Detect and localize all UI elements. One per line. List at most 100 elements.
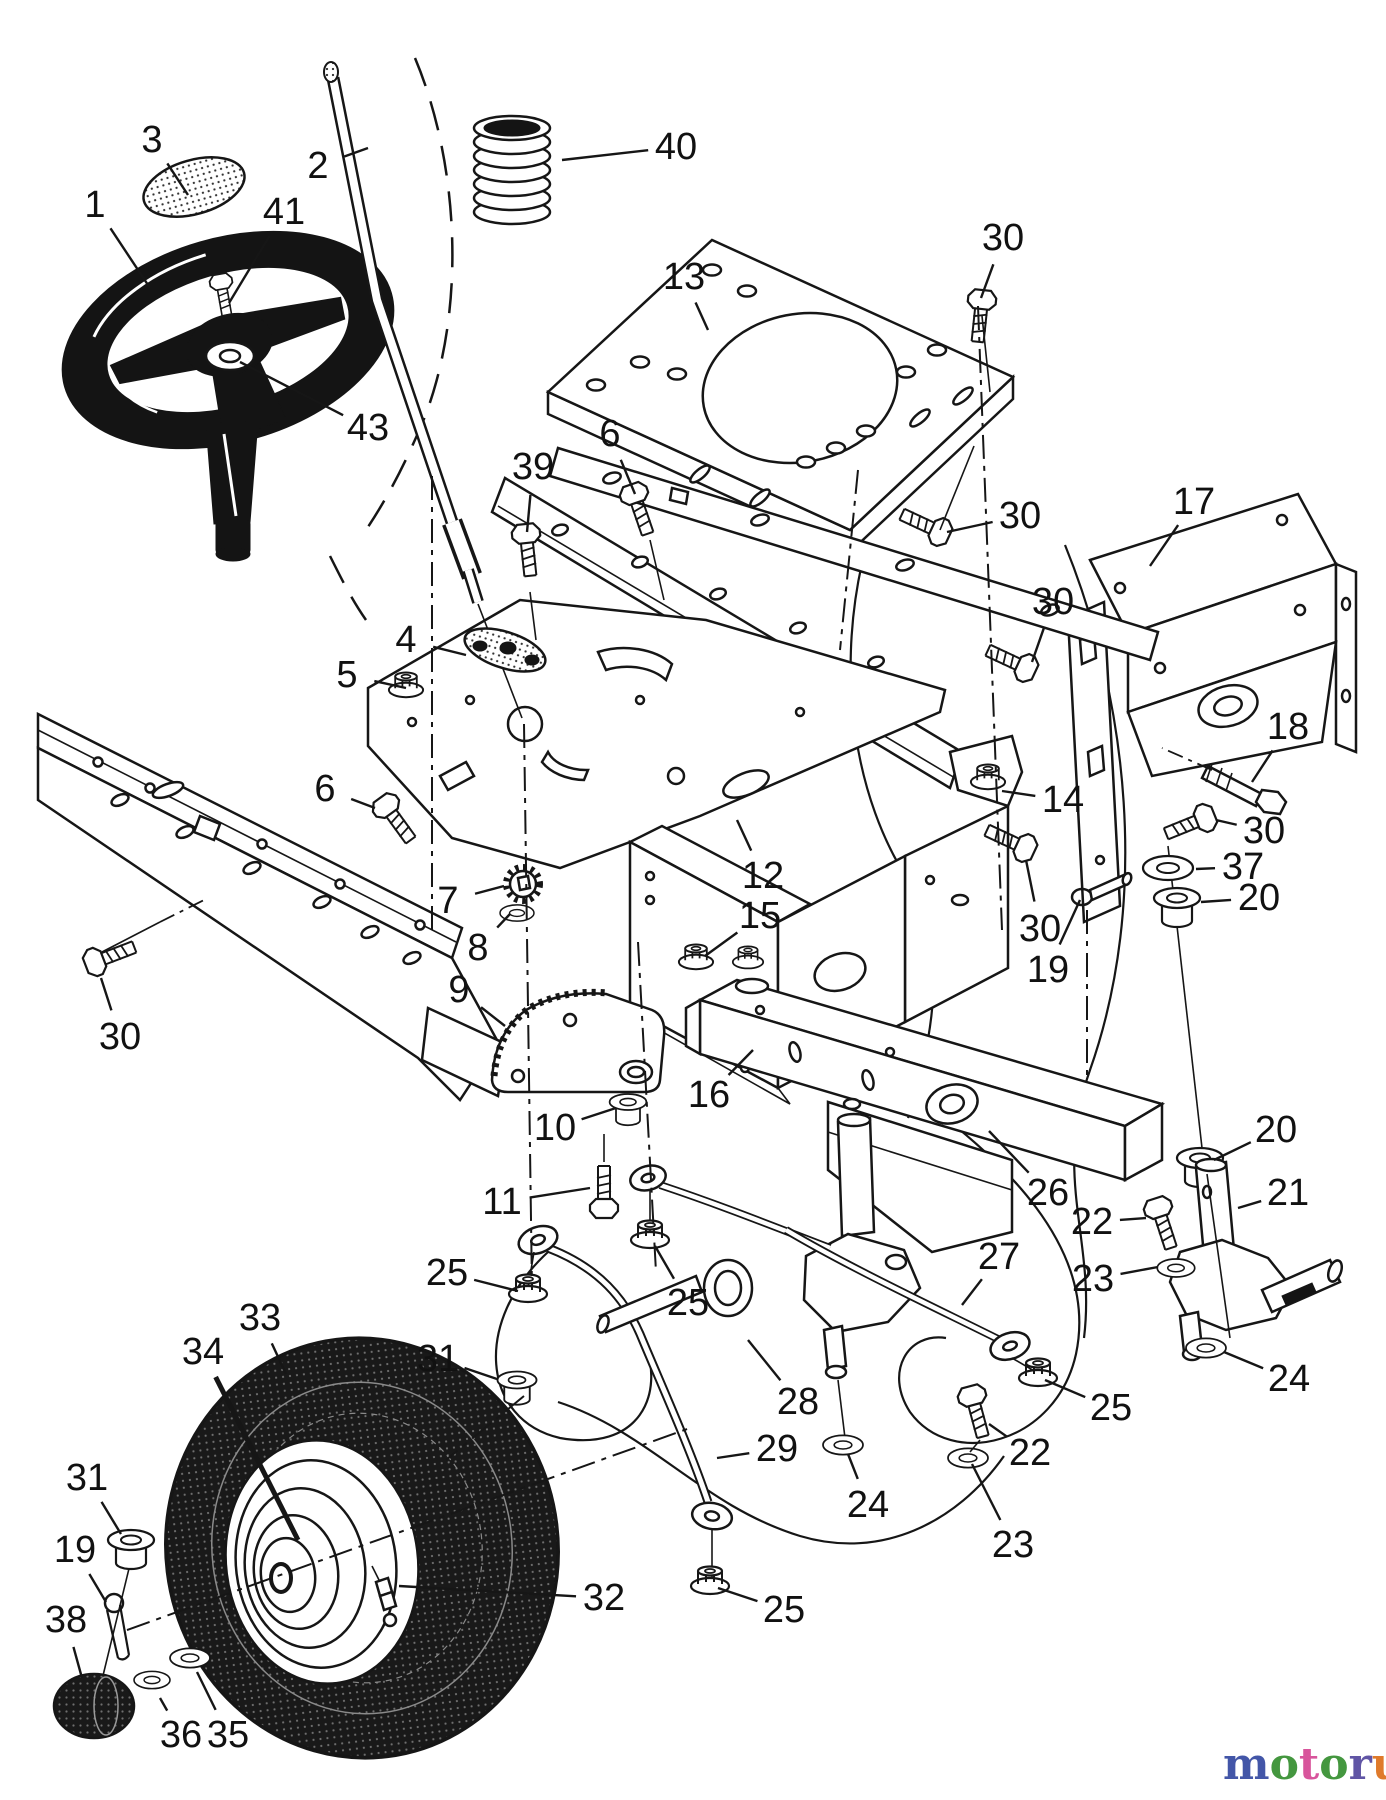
callout-label-13: 13 — [663, 256, 705, 298]
callout-leader — [227, 235, 271, 304]
callout-leader — [1195, 866, 1216, 871]
callout-label-8: 8 — [467, 927, 488, 969]
callout-label-19: 19 — [54, 1529, 96, 1571]
callout-leader — [735, 819, 753, 852]
dash-bracket — [1066, 492, 1358, 924]
callout-label-38: 38 — [45, 1599, 87, 1641]
hub-parts — [52, 1528, 211, 1740]
front-wheel — [164, 1336, 560, 1760]
callout-label-23: 23 — [1072, 1258, 1114, 1300]
sector-gear-group — [490, 864, 666, 1220]
callout-leader — [653, 1245, 676, 1280]
callout-label-22: 22 — [1009, 1432, 1051, 1474]
callout-leader — [374, 679, 407, 690]
callout-label-33: 33 — [239, 1297, 281, 1339]
callout-label-41: 41 — [263, 191, 305, 233]
callout-label-5: 5 — [336, 654, 357, 696]
right-spindle — [1070, 763, 1344, 1362]
axle-assembly — [684, 945, 1166, 1439]
callout-label-21: 21 — [1267, 1172, 1309, 1214]
callout-label-7: 7 — [437, 880, 458, 922]
callout-leader — [727, 1049, 754, 1076]
callout-label-16: 16 — [688, 1074, 730, 1116]
callout-label-25: 25 — [426, 1252, 468, 1294]
callout-leader — [747, 1339, 782, 1381]
callout-leader — [846, 1453, 859, 1480]
steering-shaft — [323, 61, 523, 719]
callout-leader — [979, 263, 995, 299]
callout-leader — [1120, 1265, 1159, 1276]
callout-label-36: 36 — [160, 1714, 202, 1756]
callout-leader — [988, 1423, 1008, 1438]
callout-leader — [988, 1130, 1030, 1174]
callout-leader — [525, 494, 532, 533]
callout-label-30: 30 — [999, 495, 1041, 537]
callout-leader — [239, 360, 344, 417]
callout-leader — [158, 1697, 169, 1712]
callout-label-22: 22 — [1071, 1201, 1113, 1243]
callout-leader — [1001, 789, 1036, 798]
callout-leader — [1149, 524, 1180, 567]
callout-leader — [195, 1671, 217, 1711]
callout-label-30: 30 — [982, 217, 1024, 259]
callout-leader — [946, 520, 993, 534]
callout-leader — [398, 1584, 577, 1598]
callout-leader — [619, 459, 637, 495]
callout-label-4: 4 — [395, 619, 416, 661]
watermark-logo: motoruf.de — [1223, 1739, 1386, 1790]
steering-links — [507, 1164, 1059, 1596]
callout-label-25: 25 — [763, 1589, 805, 1631]
callout-label-29: 29 — [756, 1428, 798, 1470]
callout-label-6: 6 — [599, 413, 620, 455]
callout-label-26: 26 — [1027, 1172, 1069, 1214]
callout-label-27: 27 — [978, 1236, 1020, 1278]
callout-leader — [343, 146, 369, 158]
callout-label-15: 15 — [739, 895, 781, 937]
seat-plate — [545, 238, 1016, 554]
centerlines — [101, 305, 1231, 1631]
callout-leader — [166, 162, 190, 196]
spring-bellows — [472, 114, 552, 226]
callout-leader — [717, 1586, 758, 1603]
callout-leader — [496, 913, 511, 929]
callout-label-39: 39 — [512, 446, 554, 488]
callout-label-3: 3 — [141, 119, 162, 161]
steering-wheel-assembly — [61, 156, 395, 562]
mounted-fasteners — [79, 287, 1043, 980]
callout-leader — [100, 1501, 123, 1535]
callout-label-10: 10 — [534, 1107, 576, 1149]
callout-label-37: 37 — [1222, 846, 1264, 888]
callout-label-20: 20 — [1255, 1109, 1297, 1151]
callout-label-32: 32 — [583, 1577, 625, 1619]
callout-leader — [1213, 1141, 1252, 1162]
callout-label-43: 43 — [347, 407, 389, 449]
callout-label-30: 30 — [1032, 581, 1074, 623]
callout-leader — [213, 1375, 301, 1542]
callout-leader — [1237, 1199, 1262, 1210]
callout-leader — [961, 1278, 983, 1306]
callout-label-20: 20 — [1238, 877, 1280, 919]
callout-leader — [473, 1278, 519, 1293]
callout-label-9: 9 — [448, 969, 469, 1011]
callout-leader — [581, 1106, 617, 1121]
callout-label-40: 40 — [655, 126, 697, 168]
callout-leader — [694, 302, 710, 331]
callout-leader — [1044, 1378, 1086, 1399]
callout-leader — [88, 1573, 108, 1603]
callout-label-30: 30 — [1019, 908, 1061, 950]
callout-label-6: 6 — [314, 768, 335, 810]
left-frame-rail — [36, 711, 508, 1102]
callout-leader — [716, 1451, 750, 1460]
callout-label-23: 23 — [992, 1524, 1034, 1566]
callout-leader — [480, 1006, 506, 1027]
callout-leader — [1024, 859, 1036, 902]
callout-label-1: 1 — [84, 184, 105, 226]
callout-label-24: 24 — [847, 1484, 889, 1526]
callout-leader — [1223, 1350, 1264, 1370]
callout-label-30: 30 — [1243, 810, 1285, 852]
callout-leader — [561, 148, 649, 162]
callout-leader — [529, 1186, 591, 1199]
callout-label-35: 35 — [207, 1714, 249, 1756]
callout-label-24: 24 — [1268, 1358, 1310, 1400]
